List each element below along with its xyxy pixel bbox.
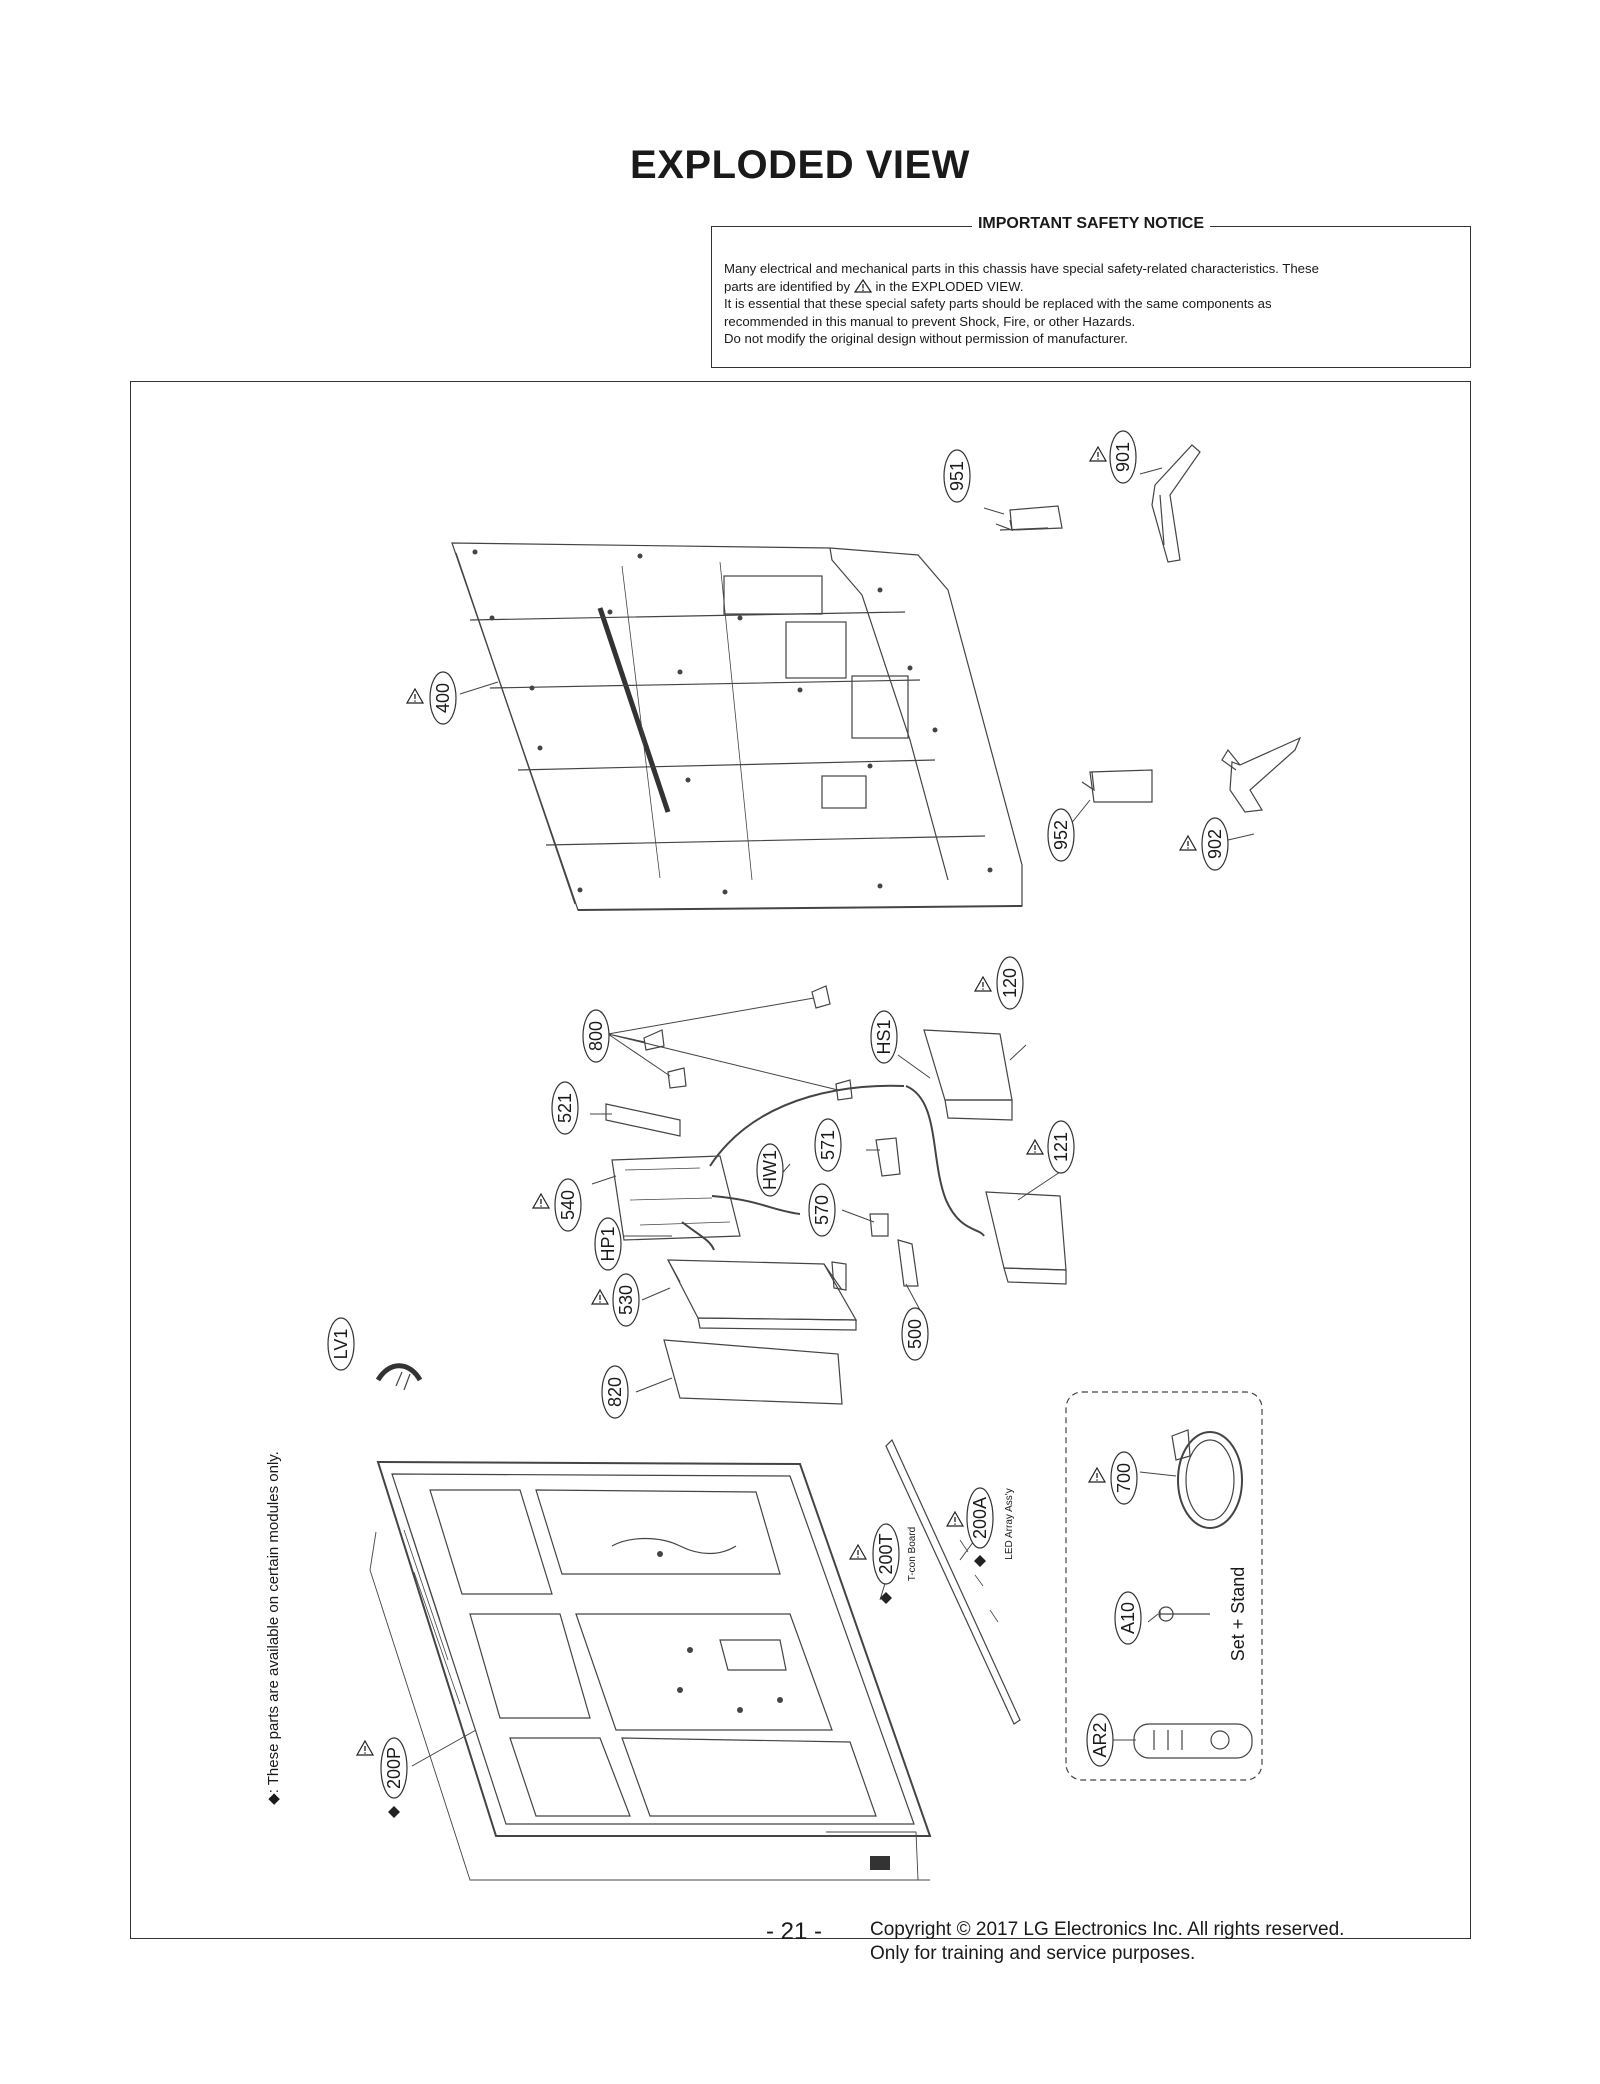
callout-121: 121: [1026, 1120, 1075, 1174]
notice-line: It is essential that these special safet…: [724, 296, 1272, 311]
copyright-line: Copyright © 2017 LG Electronics Inc. All…: [870, 1919, 1345, 1940]
warning-triangle-icon: [356, 1740, 374, 1756]
part-label-951: 951: [947, 461, 967, 491]
warning-triangle-icon: [853, 278, 872, 293]
part-label-902: 902: [1205, 829, 1225, 859]
callout-A10: A10 Set + Stand: [1114, 1567, 1248, 1662]
part-label-LV1: LV1: [331, 1329, 351, 1360]
warning-triangle-icon: [591, 1289, 609, 1305]
callout-521: 521: [551, 1081, 579, 1135]
part-label-530: 530: [616, 1285, 636, 1315]
accessory-box: [1065, 1391, 1263, 1781]
panel-module-drawing: [369, 1438, 1021, 1881]
warning-triangle-icon: [1179, 835, 1197, 851]
callout-530: 530: [591, 1273, 640, 1327]
footer-copyright: Copyright © 2017 LG Electronics Inc. All…: [870, 1918, 1344, 1966]
callout-570: 570: [808, 1183, 836, 1237]
callout-902: 902: [1179, 817, 1229, 871]
callout-HS1: HS1: [870, 1010, 898, 1064]
callout-LV1: LV1: [327, 1317, 355, 1371]
part-label-571: 571: [818, 1130, 838, 1160]
notice-line: parts are identified by in the EXPLODED …: [724, 278, 1024, 294]
tcon-board-label: T-con Board: [907, 1527, 918, 1581]
part-label-200A: 200A: [970, 1497, 990, 1539]
callout-571: 571: [814, 1118, 842, 1172]
callout-800: 800: [582, 1009, 610, 1063]
callout-820: 820: [601, 1365, 629, 1419]
part-label-200P: 200P: [384, 1747, 404, 1789]
callout-HP1: HP1: [594, 1217, 622, 1271]
warning-triangle-icon: [946, 1511, 964, 1527]
diamond-bullet-icon: [388, 1806, 400, 1818]
part-label-AR2: AR2: [1090, 1722, 1110, 1757]
set-stand-label: Set + Stand: [1228, 1567, 1248, 1662]
safety-notice: IMPORTANT SAFETY NOTICE Many electrical …: [711, 215, 1471, 368]
callout-540: 540: [532, 1178, 582, 1232]
callout-952: 952: [1047, 808, 1075, 862]
part-label-HP1: HP1: [598, 1226, 618, 1261]
part-label-HS1: HS1: [874, 1019, 894, 1054]
part-label-700: 700: [1114, 1463, 1134, 1493]
callout-901: 901: [1089, 430, 1137, 484]
purpose-line: Only for training and service purposes.: [870, 1943, 1196, 1964]
callout-200A: 200A LED Array Ass'y: [946, 1487, 1015, 1567]
callout-951: 951: [943, 449, 971, 503]
part-label-540: 540: [558, 1190, 578, 1220]
part-label-570: 570: [812, 1195, 832, 1225]
callout-AR2: AR2: [1086, 1713, 1114, 1767]
warning-triangle-icon: [1089, 446, 1107, 462]
callout-HW1: HW1: [756, 1143, 784, 1197]
notice-line: Many electrical and mechanical parts in …: [724, 261, 1319, 276]
led-array-label: LED Array Ass'y: [1004, 1488, 1015, 1559]
part-label-521: 521: [555, 1093, 575, 1123]
callout-400: 400: [406, 671, 457, 725]
part-label-A10: A10: [1118, 1602, 1138, 1634]
warning-triangle-icon: [406, 688, 424, 704]
warning-triangle-icon: [849, 1544, 867, 1560]
part-label-120: 120: [1000, 968, 1020, 998]
warning-triangle-icon: [974, 976, 992, 992]
part-label-500: 500: [905, 1319, 925, 1349]
warning-triangle-icon: [1088, 1467, 1106, 1483]
callout-120: 120: [974, 956, 1024, 1010]
leader-lines: [411, 467, 1255, 1767]
warning-triangle-icon: [1026, 1139, 1044, 1155]
module-availability-note: ◆: These parts are available on certain …: [265, 1451, 282, 1805]
part-label-400: 400: [433, 683, 453, 713]
callout-200T: 200T T-con Board: [849, 1523, 918, 1604]
back-cover-drawing: [451, 542, 1023, 911]
part-label-121: 121: [1051, 1132, 1071, 1162]
part-label-200T: 200T: [876, 1533, 896, 1574]
part-label-800: 800: [586, 1021, 606, 1051]
notice-line: recommended in this manual to prevent Sh…: [724, 313, 1136, 329]
callout-700: 700: [1088, 1451, 1138, 1505]
internal-components: [375, 985, 1067, 1405]
page-number: - 21 -: [766, 1918, 823, 1945]
page-title: EXPLODED VIEW: [630, 143, 970, 187]
safety-notice-heading: IMPORTANT SAFETY NOTICE: [971, 215, 1211, 232]
diamond-bullet-icon: [974, 1555, 986, 1567]
part-label-HW1: HW1: [760, 1150, 780, 1190]
part-label-820: 820: [605, 1377, 625, 1407]
part-label-901: 901: [1113, 442, 1133, 472]
part-label-952: 952: [1051, 820, 1071, 850]
diagram-frame: [130, 381, 1471, 1939]
notice-line: Do not modify the original design withou…: [724, 331, 1128, 346]
warning-triangle-icon: [532, 1193, 550, 1209]
safety-notice-body: Many electrical and mechanical parts in …: [724, 260, 1458, 348]
stand-drawings: [995, 444, 1302, 813]
callout-500: 500: [901, 1307, 929, 1361]
callout-200P: 200P: [356, 1737, 408, 1818]
